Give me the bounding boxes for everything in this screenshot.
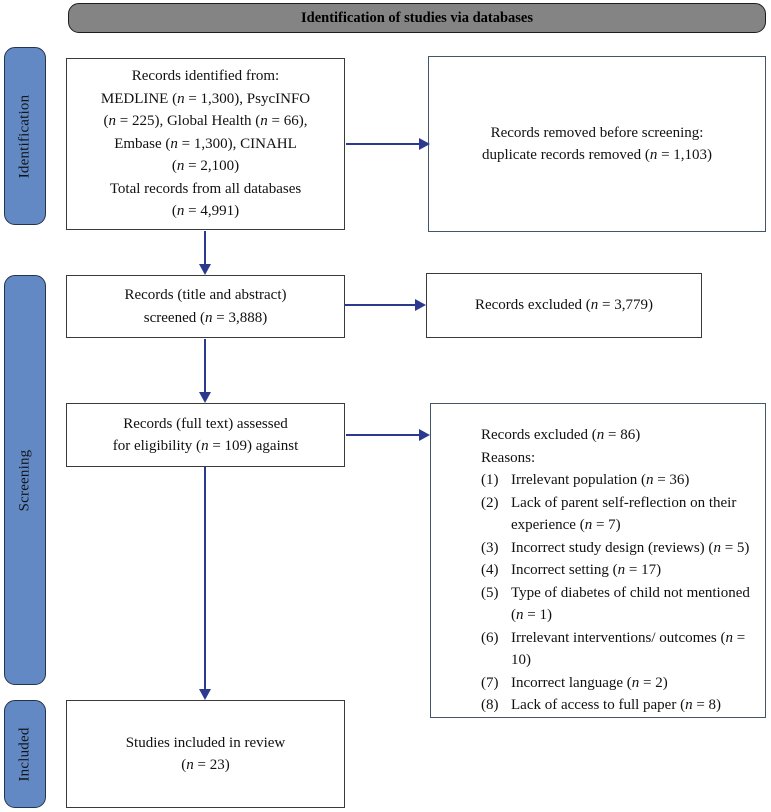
box-studies-included: Studies included in review (n = 23) bbox=[66, 700, 345, 808]
reason-number: (6) bbox=[481, 629, 499, 646]
arrow-assessed-to-included-line bbox=[204, 467, 206, 690]
arrow-identified-to-removed-line bbox=[346, 143, 420, 145]
reason-text: Incorrect language (n = 2) bbox=[511, 674, 668, 691]
stage-label-screening: Screening bbox=[16, 449, 33, 511]
reason-item: (6) Irrelevant interventions/ outcomes (n… bbox=[481, 627, 757, 672]
reason-text: Incorrect study design (reviews) (n = 5) bbox=[511, 539, 750, 556]
text-line: (n = 23) bbox=[181, 757, 230, 773]
excluded-eligibility-reasons: (1) Irrelevant population (n = 36) (2) Lack… bbox=[481, 469, 757, 717]
stage-label-included: Included bbox=[16, 726, 33, 782]
stage-bar-included: Included bbox=[4, 700, 46, 808]
reason-item: (7) Incorrect language (n = 2) bbox=[481, 672, 757, 695]
reason-number: (4) bbox=[481, 562, 499, 578]
box-records-screened-text: Records (title and abstract) screened (n … bbox=[124, 284, 286, 329]
box-records-identified: Records identified from: MEDLINE (n = 1,3… bbox=[66, 58, 345, 230]
arrow-screened-to-assessed-line bbox=[204, 339, 206, 393]
text-line: MEDLINE (n = 1,300), PsycINFO bbox=[100, 90, 311, 107]
text-line: Records excluded (n = 3,779) bbox=[474, 297, 653, 314]
arrow-screened-to-assessed-head bbox=[199, 392, 211, 403]
reason-number: (7) bbox=[481, 674, 499, 691]
text-line: Records identified from: bbox=[131, 68, 280, 85]
excluded-eligibility-content: Records excluded (n = 86) Reasons: (1) Ir… bbox=[431, 404, 765, 717]
text-line: Studies included in review bbox=[125, 734, 286, 751]
stage-bar-identification: Identification bbox=[4, 47, 46, 225]
stage-label-identification: Identification bbox=[16, 94, 33, 178]
excluded-eligibility-subtitle: Reasons: bbox=[481, 449, 536, 466]
box-records-assessed: Records (full text) assessed for eligibil… bbox=[66, 403, 345, 467]
arrow-screened-to-excluded-head bbox=[415, 299, 426, 311]
box-records-screened: Records (title and abstract) screened (n … bbox=[66, 275, 345, 338]
excluded-eligibility-title: Records excluded (n = 86) bbox=[481, 427, 641, 443]
reason-text: Irrelevant population (n = 36) bbox=[511, 472, 690, 488]
arrow-identified-to-removed-head bbox=[419, 138, 430, 150]
text-line: Total records from all databases bbox=[109, 180, 302, 197]
stage-bar-screening: Screening bbox=[4, 275, 46, 685]
arrow-identified-to-screened-line bbox=[204, 231, 206, 265]
reason-text: Lack of parent self-reflection on their … bbox=[511, 494, 737, 534]
reason-text: Irrelevant interventions/ outcomes (n = … bbox=[511, 629, 746, 669]
box-records-removed-text: Records removed before screening: duplica… bbox=[482, 122, 712, 167]
text-line: for eligibility (n = 109) against bbox=[112, 438, 299, 454]
reason-item: (3) Incorrect study design (reviews) (n =… bbox=[481, 537, 757, 560]
box-records-assessed-text: Records (full text) assessed for eligibil… bbox=[113, 413, 299, 458]
box-records-excluded-eligibility: Records excluded (n = 86) Reasons: (1) Ir… bbox=[430, 403, 766, 718]
box-records-removed: Records removed before screening: duplica… bbox=[428, 56, 766, 232]
text-line: Records removed before screening: bbox=[490, 124, 704, 141]
text-line: Records (full text) assessed bbox=[123, 415, 288, 432]
reason-item: (8) Lack of access to full paper (n = 8) bbox=[481, 694, 757, 717]
reason-number: (1) bbox=[481, 472, 499, 488]
arrow-identified-to-screened-head bbox=[199, 264, 211, 275]
arrow-assessed-to-excluded-line bbox=[346, 434, 420, 436]
text-line: Embase (n = 1,300), CINAHL bbox=[114, 135, 297, 152]
box-records-excluded-screening-text: Records excluded (n = 3,779) bbox=[475, 294, 653, 317]
arrow-screened-to-excluded-line bbox=[344, 304, 416, 306]
reason-item: (4) Incorrect setting (n = 17) bbox=[481, 559, 757, 582]
text-line: screened (n = 3,888) bbox=[143, 309, 268, 326]
flow-title: Identification of studies via databases bbox=[300, 9, 534, 26]
text-line: Records (title and abstract) bbox=[124, 287, 287, 303]
text-line: (n = 225), Global Health (n = 66), bbox=[103, 113, 308, 130]
box-studies-included-text: Studies included in review (n = 23) bbox=[126, 732, 286, 777]
box-records-excluded-screening: Records excluded (n = 3,779) bbox=[426, 273, 702, 338]
box-records-identified-text: Records identified from: MEDLINE (n = 1,3… bbox=[101, 65, 310, 223]
reason-item: (2) Lack of parent self-reflection on the… bbox=[481, 492, 757, 537]
text-line: (n = 2,100) bbox=[171, 158, 240, 175]
arrow-assessed-to-included-head bbox=[199, 689, 211, 700]
reason-text: Incorrect setting (n = 17) bbox=[511, 562, 662, 578]
flow-title-banner: Identification of studies via databases bbox=[68, 3, 766, 33]
reason-number: (8) bbox=[481, 697, 499, 713]
reason-item: (5) Type of diabetes of child not mention… bbox=[481, 582, 757, 627]
text-line: (n = 4,991) bbox=[171, 203, 240, 220]
arrow-assessed-to-excluded-head bbox=[419, 429, 430, 441]
text-line: duplicate records removed (n = 1,103) bbox=[481, 147, 713, 163]
reason-number: (2) bbox=[481, 494, 499, 511]
reason-text: Type of diabetes of child not mentioned … bbox=[511, 584, 750, 624]
reason-text: Lack of access to full paper (n = 8) bbox=[511, 697, 722, 713]
reason-number: (5) bbox=[481, 584, 499, 601]
reason-number: (3) bbox=[481, 539, 499, 556]
reason-item: (1) Irrelevant population (n = 36) bbox=[481, 469, 757, 492]
